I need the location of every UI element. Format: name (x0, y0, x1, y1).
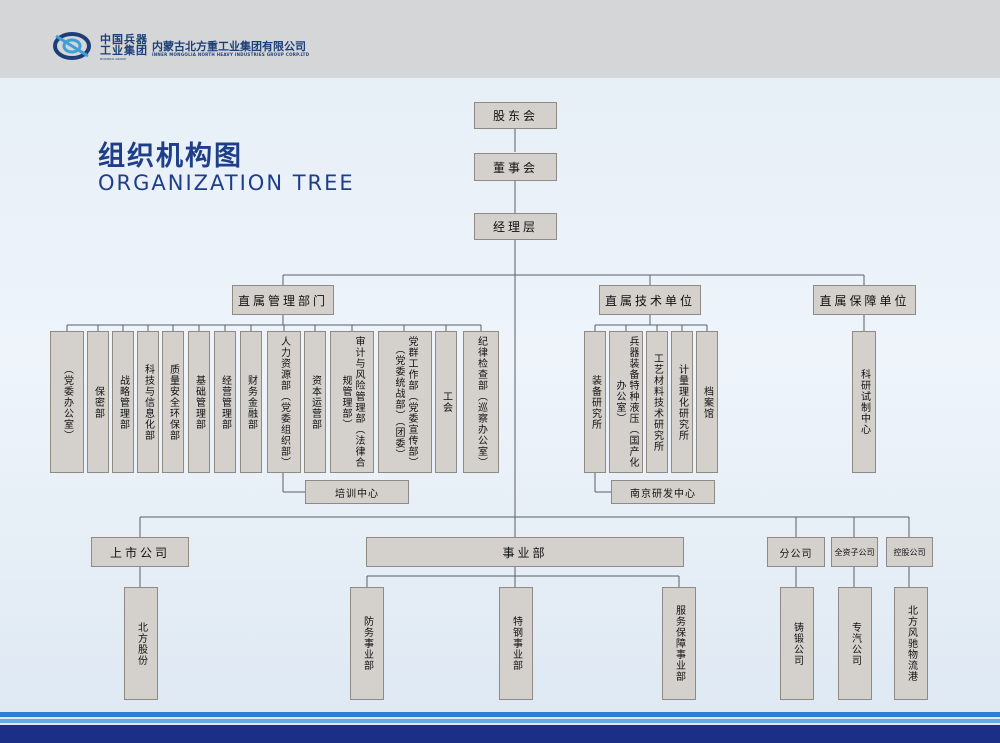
company-name-en: INNER MONGOLIA NORTH HEAVY INDUSTRIES GR… (152, 52, 310, 57)
group-business-division: 事业部 (366, 537, 684, 567)
page-title-cn: 组织机构图 (98, 141, 243, 172)
tech-unit-node: 计量理化研究所 (671, 331, 693, 473)
group-name-en: NORINCO GROUP (100, 57, 127, 61)
group-holding-company: 控股公司 (886, 537, 933, 567)
branch-company-node: 铸锻公司 (780, 587, 814, 700)
group-branch-company: 分公司 (767, 537, 825, 567)
dept-node: 保密部 (87, 331, 109, 473)
footer-stripe (0, 712, 1000, 717)
dept-node: 基础管理部 (188, 331, 210, 473)
node-nanjing-rd-center: 南京研发中心 (611, 480, 715, 504)
support-unit-node: 科研试制中心 (852, 331, 876, 473)
dept-node: 财务金融部 (240, 331, 262, 473)
dept-node: 经营管理部 (214, 331, 236, 473)
business-division-node: 特钢事业部 (499, 587, 533, 700)
group-direct-tech: 直属技术单位 (599, 285, 701, 315)
norinco-logo-icon (53, 32, 91, 60)
node-training-center: 培训中心 (305, 480, 409, 504)
business-division-node: 防务事业部 (350, 587, 384, 700)
dept-node: 人力资源部（党委组织部） (267, 331, 301, 473)
holding-company-node: 北方风驰物流港 (894, 587, 928, 700)
tech-unit-node: 装备研究所 (584, 331, 606, 473)
footer-band (0, 725, 1000, 743)
node-management: 经理层 (474, 213, 557, 240)
group-direct-support: 直属保障单位 (813, 285, 916, 315)
dept-node: 资本运营部 (304, 331, 326, 473)
page-title-en: ORGANIZATION TREE (98, 171, 355, 195)
wholly-owned-node: 专汽公司 (838, 587, 872, 700)
business-division-node: 服务保障事业部 (662, 587, 696, 700)
dept-node: 科技与信息化部 (137, 331, 159, 473)
tech-unit-node: 档案馆 (696, 331, 718, 473)
listed-company-node: 北方股份 (124, 587, 158, 700)
group-wholly-owned: 全资子公司 (831, 537, 878, 567)
dept-node: 审计与风险管理部（法律合规管理部） (330, 331, 374, 473)
dept-node: （党委办公室） (50, 331, 84, 473)
dept-node: 战略管理部 (112, 331, 134, 473)
footer-stripe (0, 719, 1000, 723)
dept-node: 质量安全环保部 (162, 331, 184, 473)
company-name-cn: 内蒙古北方重工业集团有限公司 (152, 40, 306, 53)
tech-unit-node: 兵器装备特种液压（国产化办公室） (609, 331, 643, 473)
node-shareholders: 股东会 (474, 102, 557, 129)
group-listed-company: 上市公司 (91, 537, 189, 567)
header-bar (0, 0, 1000, 78)
group-name-line1: 中国兵器 (100, 33, 148, 46)
dept-node: 工会 (435, 331, 457, 473)
group-name-line2: 工业集团 (100, 44, 148, 57)
tech-unit-node: 工艺材料技术研究所 (646, 331, 668, 473)
group-direct-management: 直属管理部门 (232, 285, 334, 315)
node-board: 董事会 (474, 153, 557, 181)
dept-node: 党群工作部（党委宣传部）（党委统战部）（团委） (378, 331, 432, 473)
dept-node: 纪律检查部（巡察办公室） (463, 331, 499, 473)
